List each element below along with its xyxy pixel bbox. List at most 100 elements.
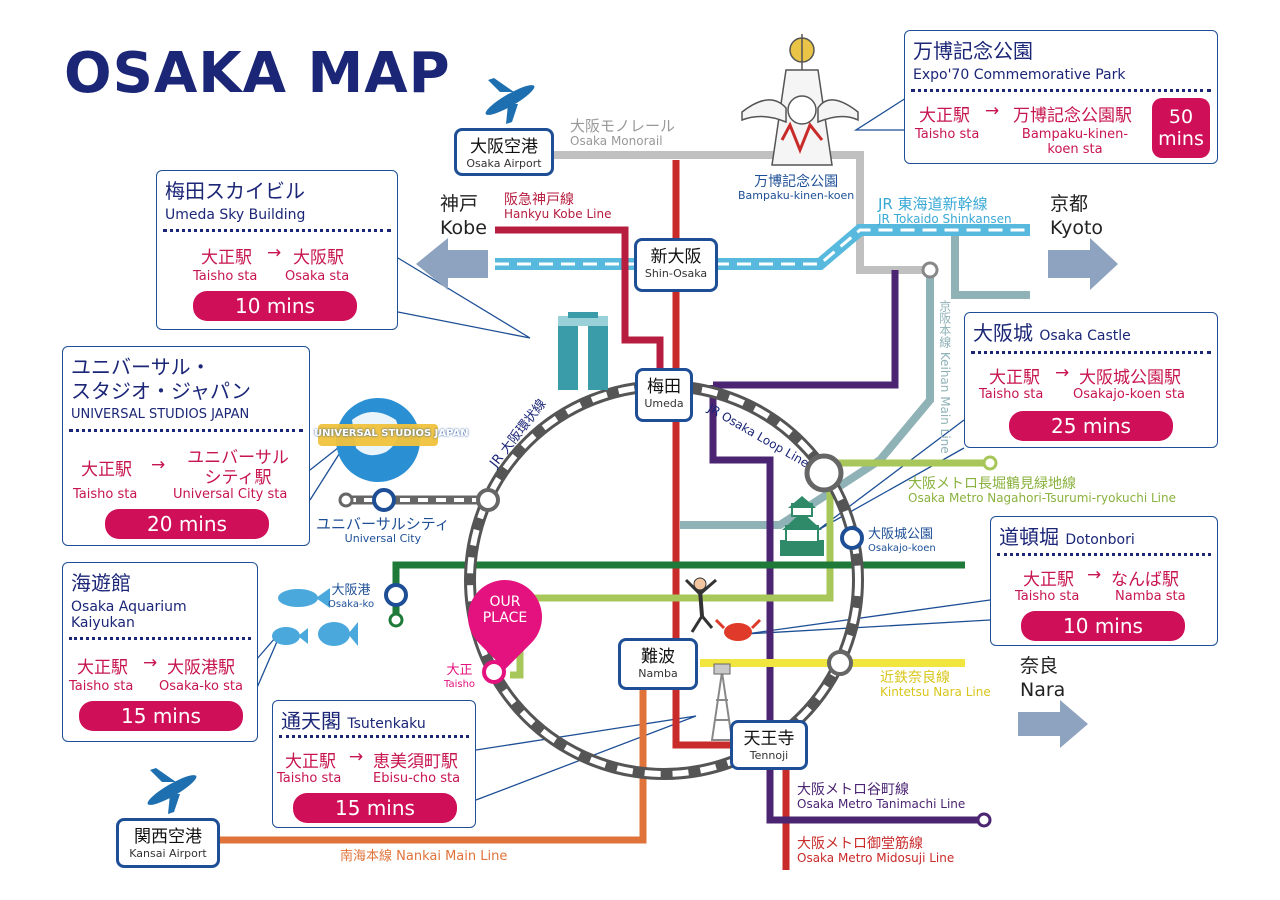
card-from-en: Taisho sta (69, 679, 134, 694)
keihan-label-ja: 京阪本線 (937, 300, 952, 348)
midosuji-label-ja: 大阪メトロ御堂筋線 (797, 836, 923, 852)
card-from-en: Taisho sta (915, 127, 980, 142)
card-subtitle: Umeda Sky Building (165, 207, 306, 223)
card-subtitle-1: Osaka Aquarium (71, 599, 187, 615)
osakajo-label-ja: 大阪城公園 (868, 527, 934, 542)
station-name-ja: 梅田 (647, 377, 681, 397)
osakajo-koen-station (840, 526, 864, 550)
bampaku-label: 万博記念公園 Bampaku-kinen-koen (738, 174, 854, 203)
osaka-ko-label: 大阪港 Osaka-ko (328, 583, 374, 610)
station-kansai-airport[interactable]: 関西空港 Kansai Airport (116, 818, 220, 868)
station-name-ja: 天王寺 (743, 729, 795, 749)
sakurajima-station (338, 492, 354, 508)
station-name-ja: 新大阪 (650, 247, 702, 267)
our-place-label: OUR PLACE (482, 594, 528, 626)
card-title-ja: 大阪城 (973, 321, 1033, 345)
card-to-en: Osaka sta (285, 269, 350, 284)
nankai-label: 南海本線 Nankai Main Line (340, 849, 508, 864)
aquarium-card[interactable]: 海遊館 Osaka Aquarium Kaiyukan 大正駅 → 大阪港駅 T… (62, 562, 258, 742)
nankai-line (220, 690, 647, 844)
card-from: 大正駅 (989, 368, 1040, 388)
card-from: 大正駅 (285, 752, 336, 772)
station-shin-osaka[interactable]: 新大阪 Shin-Osaka (634, 238, 718, 292)
city-kyoto-en: Kyoto (1050, 217, 1104, 239)
shinkansen-label-en: JR Tokaido Shinkansen (878, 212, 1012, 227)
shinkansen-label: JR 東海道新幹線 JR Tokaido Shinkansen (878, 195, 1012, 227)
station-name-en: Tennoji (749, 749, 789, 762)
card-to: 大阪駅 (293, 248, 344, 268)
expo-time-unit: mins (1158, 128, 1204, 150)
city-nara-en: Nara (1020, 679, 1066, 701)
city-nara-ja: 奈良 (1020, 655, 1059, 677)
card-from-en: Taisho sta (193, 269, 258, 284)
bampaku-label-ja: 万博記念公園 (754, 174, 839, 190)
card-divider (69, 429, 303, 432)
arrow-kobe-icon (416, 238, 488, 290)
card-to-en: Namba sta (1115, 589, 1186, 604)
card-divider (971, 351, 1211, 354)
osaka-ko-label-ja: 大阪港 (331, 583, 371, 598)
station-name-en: Kansai Airport (129, 847, 207, 860)
kani-crab-icon (714, 618, 762, 641)
card-from-en: Taisho sta (1015, 589, 1080, 604)
card-divider (69, 637, 251, 640)
osakajo-label: 大阪城公園 Osakajo-koen (868, 527, 936, 554)
tower-of-the-sun-icon (741, 34, 859, 166)
station-osaka-airport[interactable]: 大阪空港 Osaka Airport (454, 128, 554, 176)
glico-runner-icon (684, 577, 717, 633)
station-name-en: Shin-Osaka (644, 267, 708, 280)
universal-city-label-ja: ユニバーサルシティ (316, 515, 450, 533)
city-kobe-en: Kobe (440, 217, 487, 239)
card-to: 万博記念公園駅 (1013, 106, 1132, 126)
station-name-ja: 関西空港 (134, 827, 202, 847)
tanimachi-line (709, 385, 980, 824)
universal-city-label: ユニバーサルシティ Universal City (316, 515, 450, 546)
nagahori-label-ja: 大阪メトロ長堀鶴見緑地線 (908, 476, 1076, 492)
nagahori-terminus (982, 455, 998, 471)
kintetsu-label-ja: 近鉄奈良線 (880, 670, 950, 686)
card-to: 大阪城公園駅 (1079, 368, 1181, 388)
osaka-castle-card[interactable]: 大阪城 Osaka Castle 大正駅 → 大阪城公園駅 Taisho sta… (964, 312, 1218, 448)
card-from: 大正駅 (1023, 570, 1074, 590)
bampaku-label-en: Bampaku-kinen-koen (738, 189, 855, 203)
bampaku-station (921, 261, 939, 279)
tsutenkaku-card[interactable]: 通天閣 Tsutenkaku 大正駅 → 恵美須町駅 Taisho sta Eb… (272, 700, 476, 828)
city-kobe-ja: 神戸 (440, 193, 479, 215)
osaka-loop-line-inner (467, 383, 861, 777)
umeda-sky-card[interactable]: 梅田スカイビル Umeda Sky Building 大正駅 → 大阪駅 Tai… (156, 170, 398, 330)
card-arrow: → (349, 747, 364, 767)
map-title: OSAKA MAP (64, 41, 451, 106)
station-name-ja: 大阪空港 (470, 137, 538, 157)
airplane-osaka-icon (485, 78, 535, 124)
card-to: 恵美須町駅 (373, 752, 458, 772)
dotonbori-callout-pointer (745, 599, 991, 635)
expo-park-card[interactable]: 万博記念公園 Expo'70 Commemorative Park 大正駅 → … (904, 30, 1218, 164)
card-title: 海遊館 (71, 571, 131, 595)
card-time-pill: 10 mins (193, 291, 357, 321)
card-to-en: Osaka-ko sta (159, 679, 243, 694)
usj-card[interactable]: ユニバーサル・ スタジオ・ジャパン UNIVERSAL STUDIOS JAPA… (62, 346, 310, 546)
station-namba[interactable]: 難波 Namba (618, 638, 698, 690)
expo-time-number: 50 (1168, 106, 1194, 128)
expo-time-badge: 50 mins (1152, 98, 1210, 158)
card-arrow: → (1055, 363, 1070, 383)
nagahori-label: 大阪メトロ長堀鶴見緑地線 Osaka Metro Nagahori-Tsurum… (908, 476, 1176, 506)
keihan-label: 京阪本線 Keihan Main Line (937, 300, 952, 454)
kintetsu-label-en: Kintetsu Nara Line (880, 685, 991, 700)
card-divider (997, 553, 1211, 556)
station-umeda[interactable]: 梅田 Umeda (635, 368, 693, 422)
shinkansen-line (495, 224, 1030, 270)
card-title-en: Dotonbori (1065, 532, 1135, 548)
universal-city-station (372, 488, 396, 512)
station-name-en: Umeda (644, 397, 684, 410)
kintetsu-label: 近鉄奈良線 Kintetsu Nara Line (880, 670, 991, 700)
card-to: 大阪港駅 (167, 658, 235, 678)
card-from-en: Taisho sta (73, 487, 138, 502)
card-to-en: Ebisu-cho sta (373, 771, 461, 786)
city-kyoto-ja: 京都 (1050, 193, 1089, 215)
card-title-1: ユニバーサル・ (71, 355, 211, 379)
station-tennoji[interactable]: 天王寺 Tennoji (730, 720, 808, 770)
city-nara: 奈良 Nara (1020, 654, 1065, 702)
dotonbori-card[interactable]: 道頓堀 Dotonbori 大正駅 → なんば駅 Taisho sta Namb… (990, 516, 1218, 646)
hankyu-label-ja: 阪急神戸線 (504, 192, 574, 208)
